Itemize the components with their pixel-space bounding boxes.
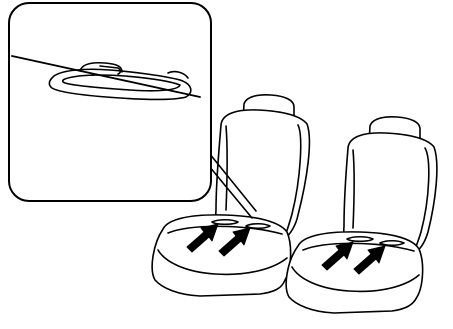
seat-left-cushion <box>152 215 290 296</box>
seat-right-cushion <box>286 232 422 313</box>
callout-frame <box>9 3 211 201</box>
